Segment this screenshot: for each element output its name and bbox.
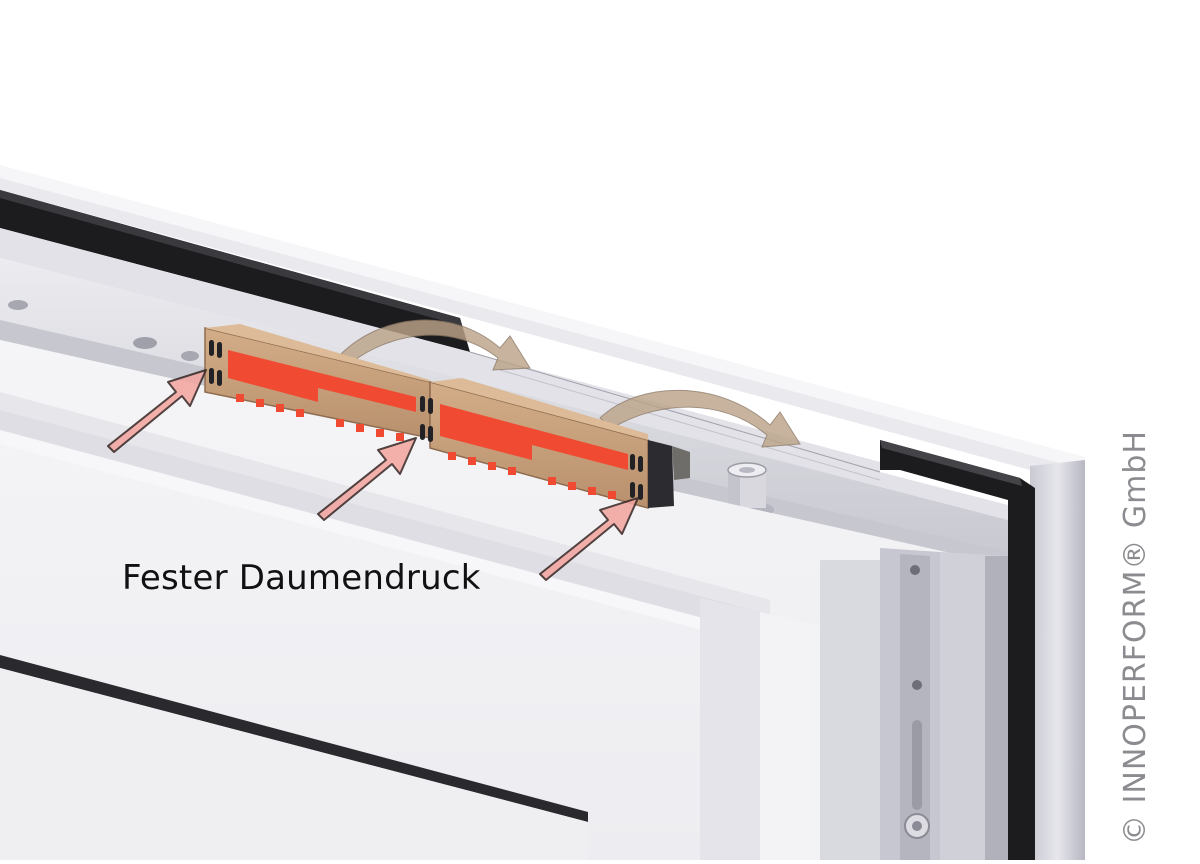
pink-pressure-arrow-3 bbox=[539, 497, 639, 581]
spacer-component bbox=[204, 324, 690, 509]
curved-insert-arrow-right bbox=[599, 389, 801, 448]
black-gasket bbox=[0, 190, 1035, 860]
copyright-notice: © INNOPERFORM® GmbH bbox=[1118, 430, 1153, 845]
caption-label: Fester Daumendruck bbox=[122, 558, 481, 598]
pink-pressure-arrow-1 bbox=[107, 369, 207, 453]
hardware-strip bbox=[880, 548, 1008, 860]
mounting-slots bbox=[209, 340, 643, 500]
outer-frame bbox=[0, 165, 1085, 860]
curved-insert-arrow-left bbox=[339, 319, 531, 371]
adhesive-strip bbox=[228, 350, 628, 499]
pink-pressure-arrow-2 bbox=[317, 437, 417, 521]
